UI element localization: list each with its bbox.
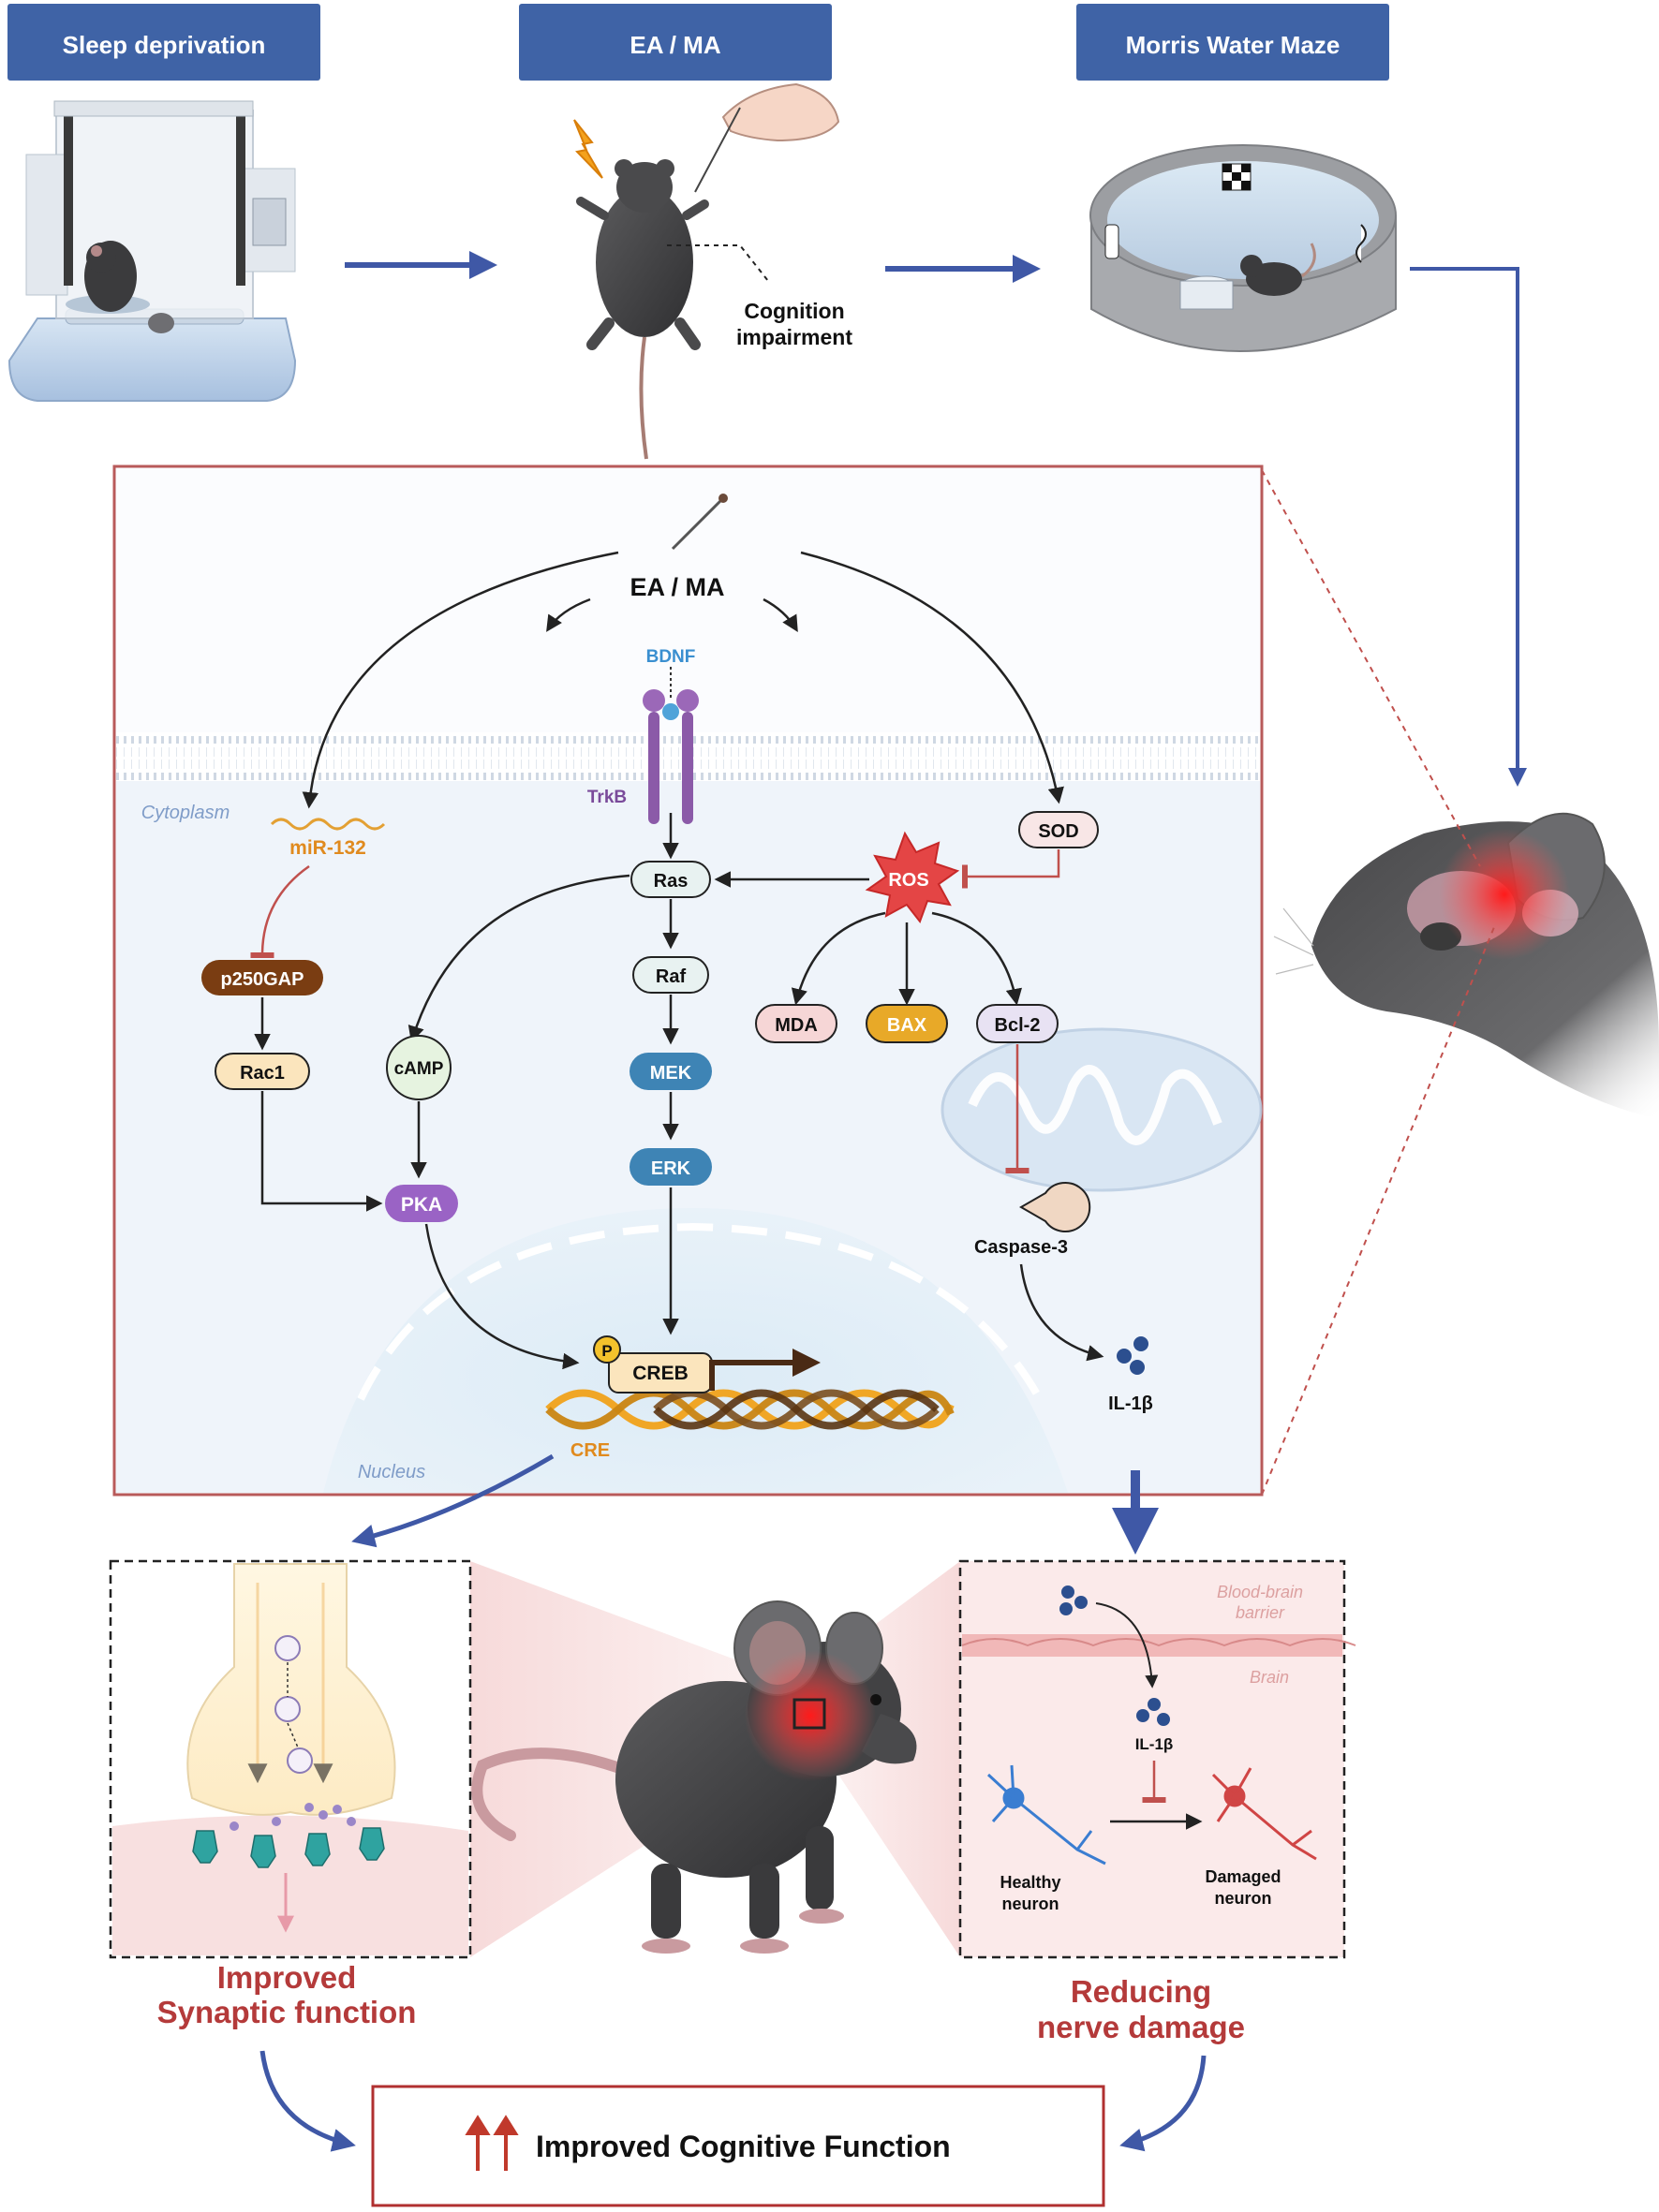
mir132-strand-icon xyxy=(270,818,386,831)
mda-label: MDA xyxy=(775,1015,818,1036)
inhibit-mir132-p250gap xyxy=(250,864,310,959)
mir132-label: miR-132 xyxy=(289,837,366,859)
flow-arrow-cre-to-synaptic xyxy=(351,1453,555,1548)
creb-label: CREB xyxy=(632,1363,689,1384)
ros-label: ROS xyxy=(888,870,928,891)
flow-arrow-mwm-to-brain xyxy=(1410,267,1527,787)
bax-label: BAX xyxy=(887,1015,927,1036)
ras-node xyxy=(630,861,711,898)
cre-label: CRE xyxy=(570,1440,610,1461)
header-morris-water-maze-label: Morris Water Maze xyxy=(1126,31,1341,59)
caspase3-pacman-icon xyxy=(1018,1182,1091,1232)
bbb-label-line2: barrier xyxy=(1236,1603,1285,1622)
arrow-ea-right xyxy=(763,597,798,633)
damaged-neuron-label-line2: neuron xyxy=(1215,1889,1272,1908)
erk-label: ERK xyxy=(651,1158,691,1179)
pathway-ea-ma-label: EA / MA xyxy=(630,573,725,601)
p250gap-node xyxy=(201,960,323,995)
mitochondrion xyxy=(941,1027,1263,1192)
bdnf-label: BDNF xyxy=(646,647,696,667)
healthy-neuron-label-line2: neuron xyxy=(1002,1895,1059,1913)
rac1-label: Rac1 xyxy=(240,1063,285,1084)
camp-node xyxy=(386,1035,452,1100)
nerve-outcome-line1: Reducing xyxy=(1071,1974,1211,2009)
header-ea-ma-label: EA / MA xyxy=(630,31,720,59)
cognition-label-line1: Cognition xyxy=(744,299,844,323)
damaged-neuron-label-line1: Damaged xyxy=(1205,1867,1281,1886)
arrow-ros-mda xyxy=(791,911,886,1006)
pka-label: PKA xyxy=(401,1194,442,1216)
header-ea-ma: EA / MA xyxy=(519,4,832,81)
transcription-arrow-icon xyxy=(709,1349,821,1391)
dna-helix-icon xyxy=(545,1389,955,1430)
final-outcome-box: Improved Cognitive Function xyxy=(371,2085,1105,2207)
arrow-ros-bcl2 xyxy=(931,911,1023,1006)
ras-label: Ras xyxy=(654,871,689,892)
ros-burst-icon xyxy=(865,831,960,924)
arrow-rac1-pka xyxy=(260,1091,383,1212)
synaptic-outcome-line1: Improved xyxy=(217,1960,357,1995)
camp-label: cAMP xyxy=(394,1059,444,1079)
inhibit-sod-ros xyxy=(962,849,1060,889)
arrow-pka-creb xyxy=(424,1223,580,1370)
sod-label: SOD xyxy=(1038,821,1078,842)
arrow-ras-camp xyxy=(407,874,630,1043)
flow-arrow-synaptic-to-final xyxy=(259,2050,356,2152)
synaptic-outcome-line2: Synaptic function xyxy=(157,1995,417,2029)
bax-node xyxy=(866,1004,948,1043)
healthy-neuron-label-line1: Healthy xyxy=(1000,1873,1060,1892)
caspase3-label: Caspase-3 xyxy=(974,1237,1068,1258)
trkb-label: TrkB xyxy=(587,788,627,807)
sod-node xyxy=(1018,811,1099,848)
header-sleep-deprivation-label: Sleep deprivation xyxy=(63,31,266,59)
arrow-ea-left xyxy=(546,597,591,632)
zoom-line-bottom xyxy=(1261,926,1495,1496)
sleep-deprivation-apparatus-illustration xyxy=(7,100,297,402)
rac1-node xyxy=(215,1053,310,1090)
inset-il1b-label: IL-1β xyxy=(1135,1735,1174,1753)
zoom-line-top xyxy=(1261,469,1481,867)
nucleus-label: Nucleus xyxy=(358,1462,425,1482)
raf-node xyxy=(632,956,709,994)
nerve-outcome-line2: nerve damage xyxy=(1037,2010,1245,2044)
header-morris-water-maze: Morris Water Maze xyxy=(1076,4,1389,81)
nerve-damage-inset xyxy=(958,1559,1356,1959)
damaged-neuron-icon xyxy=(1211,1767,1317,1861)
erk-node xyxy=(630,1148,712,1186)
mek-label: MEK xyxy=(650,1063,692,1084)
final-outcome-label: Improved Cognitive Function xyxy=(536,2130,951,2163)
flow-arrow-nerve-to-final xyxy=(1119,2055,1207,2152)
mouse-head-brain-illustration xyxy=(1273,812,1659,1119)
bcl2-label: Bcl-2 xyxy=(995,1015,1041,1036)
needle-icon xyxy=(671,498,723,551)
arrow-caspase3-il1b xyxy=(1019,1263,1104,1362)
bottom-mouse-illustration xyxy=(471,1600,917,1954)
pka-node xyxy=(385,1185,458,1222)
p250gap-label: p250GAP xyxy=(221,969,304,990)
arrow-ea-to-sod xyxy=(800,551,1064,804)
phospho-node xyxy=(593,1335,621,1364)
bcl2-node xyxy=(976,1004,1059,1043)
ea-ma-mouse-illustration xyxy=(573,82,840,460)
phospho-label: P xyxy=(601,1342,612,1360)
il1b-label: IL-1β xyxy=(1108,1394,1153,1414)
cytoplasm-label: Cytoplasm xyxy=(141,803,230,823)
brain-label: Brain xyxy=(1250,1668,1289,1687)
cognition-label-line2: impairment xyxy=(736,325,852,349)
mda-node xyxy=(755,1004,837,1043)
trkb-receptor-icon xyxy=(643,667,699,824)
bbb-label-line1: Blood-brain xyxy=(1217,1583,1303,1601)
up-arrows-icon xyxy=(465,2115,519,2171)
il1b-molecules-icon xyxy=(1117,1336,1148,1375)
arrow-ea-to-mir132 xyxy=(302,551,619,809)
morris-water-maze-illustration xyxy=(1089,144,1397,352)
raf-label: Raf xyxy=(656,966,687,987)
healthy-neuron-icon xyxy=(986,1764,1106,1865)
mek-node xyxy=(630,1053,712,1090)
header-sleep-deprivation: Sleep deprivation xyxy=(7,4,320,81)
synaptic-inset xyxy=(109,1559,472,1959)
